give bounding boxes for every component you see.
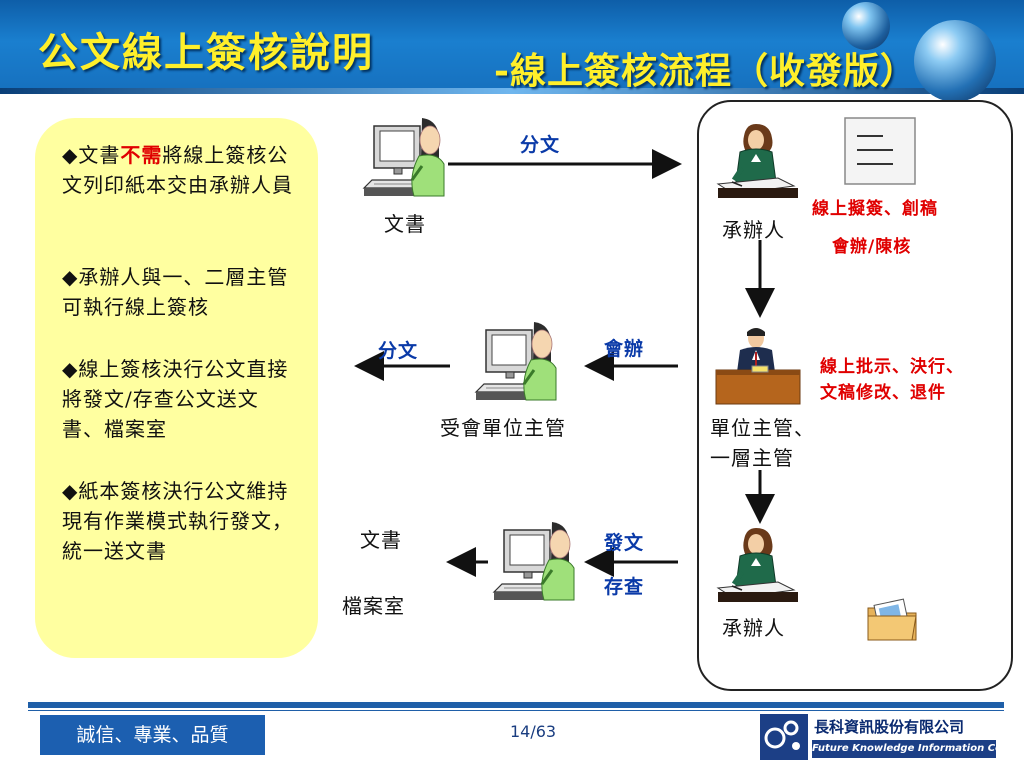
footer-rule [28, 702, 1004, 708]
note-supervisor-line2: 文稿修改、退件 [820, 383, 946, 403]
globe-orb-large [914, 20, 996, 102]
node-clerk-top: 文書 [384, 212, 426, 236]
page-subtitle: -線上簽核流程（收發版） [494, 50, 917, 92]
edge-dispatch: 發文 [604, 532, 645, 554]
node-clerk-bottom: 文書 [360, 528, 402, 552]
header-stripe [0, 88, 1024, 94]
bullet-clerk-no-print: ◆文書不需將線上簽核公文列印紙本交由承辦人員 [62, 143, 293, 197]
node-archive: 檔案室 [342, 594, 405, 618]
highlight-text: 不需 [120, 143, 163, 167]
node-reviewer: 受會單位主管 [440, 416, 566, 440]
node-handler-top: 承辦人 [722, 218, 785, 242]
folder-icon [867, 598, 917, 641]
node-handler-bottom: 承辦人 [722, 616, 785, 640]
bullet-paper-dispatch: ◆紙本簽核決行公文維持現有作業模式執行發文，統一送文書 [62, 479, 293, 563]
motto-badge: 誠信、專業、品質 [40, 715, 265, 755]
document-icon [844, 117, 916, 185]
company-name-zh: 長科資訊股份有限公司 [814, 718, 965, 736]
page-number: 14/63 [510, 722, 557, 741]
company-logo-icon [760, 714, 808, 760]
bullet-handler-sign: ◆承辦人與一、二層主管可執行線上簽核 [62, 265, 289, 319]
bullet-online-dispatch: ◆線上簽核決行公文直接將發文/存查公文送文書、檔案室 [62, 357, 289, 441]
company-name-en: Future Knowledge Information Co. [812, 740, 1006, 758]
note-supervisor-line1: 線上批示、決行、 [820, 357, 964, 377]
edge-distribute-mid: 分文 [378, 340, 419, 362]
node-supervisor-line2: 一層主管 [710, 446, 794, 470]
edge-distribute-top: 分文 [520, 134, 561, 156]
info-panel [35, 118, 318, 658]
edge-file-record: 存查 [604, 576, 645, 598]
node-supervisor-line1: 單位主管、 [710, 416, 815, 440]
globe-orb-small [842, 2, 890, 50]
page-title: 公文線上簽核說明 [38, 29, 374, 76]
footer-rule-thin [28, 710, 1004, 711]
note-handler-line1: 線上擬簽、創稿 [812, 199, 938, 219]
edge-countersign: 會辦 [604, 338, 645, 360]
note-handler-line2: 會辦/陳核 [832, 237, 912, 257]
